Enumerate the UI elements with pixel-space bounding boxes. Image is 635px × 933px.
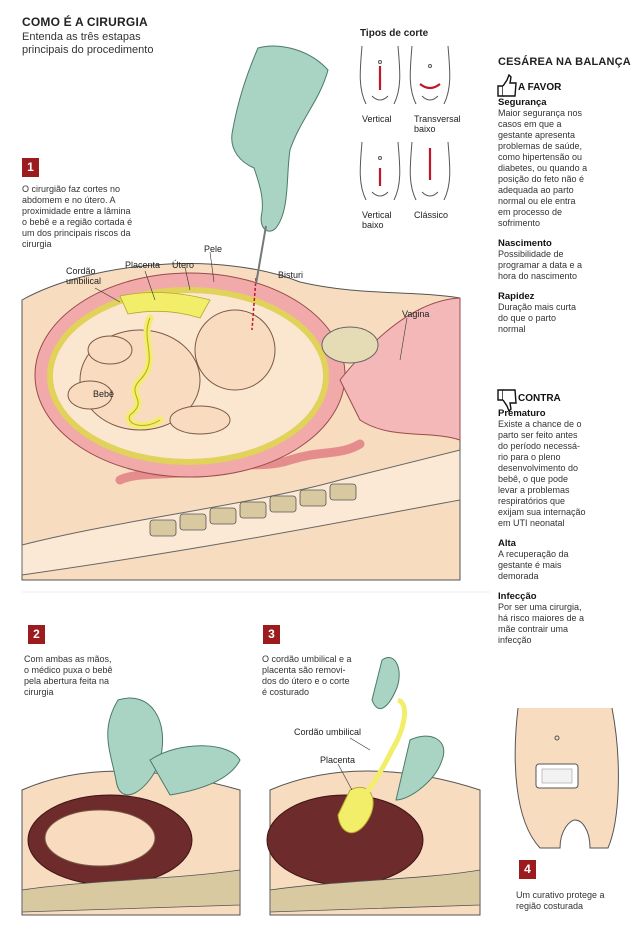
step3-label-cordao: Cordão umbilical <box>294 727 362 737</box>
cut-vertical-low-icon <box>359 141 401 201</box>
cross-section-step2 <box>21 697 241 916</box>
page-title: COMO É A CIRURGIA <box>22 15 148 29</box>
cut-label-vertical: Vertical <box>362 114 392 124</box>
step-3-badge: 3 <box>263 625 280 644</box>
label-placenta: Placenta <box>125 260 161 270</box>
cuts-title: Tipos de corte <box>360 28 429 39</box>
bandaged-torso-icon <box>514 707 619 849</box>
step-4-badge: 4 <box>519 860 536 879</box>
con-item-infeccao: Infecção Por ser uma cirurgia,há risco m… <box>498 591 585 645</box>
cut-label-transversal: Transversal baixo <box>414 114 461 134</box>
con-title: CONTRA <box>518 393 561 404</box>
step-1-badge: 1 <box>22 158 39 177</box>
step3-label-placenta: Placenta <box>320 755 356 765</box>
page-subtitle: Entenda as três estapas principais do pr… <box>22 31 154 56</box>
label-vagina: Vagina <box>402 309 430 319</box>
label-cordao: Cordão umbilical <box>66 266 102 286</box>
step-2-text: Com ambas as mãos, o médico puxa o bebê … <box>24 654 113 697</box>
pro-title: A FAVOR <box>518 82 562 93</box>
label-bebe: Bebê <box>93 389 115 399</box>
step-1-text: O cirurgião faz cortes no abdomem e no ú… <box>22 184 133 249</box>
cut-vertical-icon <box>359 45 401 105</box>
step-4-text: Um curativo protege a região costurada <box>516 890 605 911</box>
cut-classic-icon <box>409 141 451 201</box>
thumbs-down-icon <box>497 389 517 413</box>
label-utero: Útero <box>172 260 195 270</box>
cut-label-vertical-low: Vertical baixo <box>362 210 392 230</box>
gloved-hand-scalpel-icon <box>231 45 329 285</box>
cross-section-main <box>21 251 461 581</box>
step-3-text: O cordão umbilical e a placenta são remo… <box>262 654 352 697</box>
cross-section-step3 <box>266 657 481 916</box>
cut-transversal-icon <box>409 45 451 105</box>
thumbs-up-icon <box>497 73 517 97</box>
cut-label-classic: Clássico <box>414 210 449 220</box>
label-bisturi: Bisturi <box>278 270 304 280</box>
label-pele: Pele <box>204 244 223 254</box>
step-2-badge: 2 <box>28 625 45 644</box>
balance-title: CESÁREA NA BALANÇA <box>498 56 631 68</box>
